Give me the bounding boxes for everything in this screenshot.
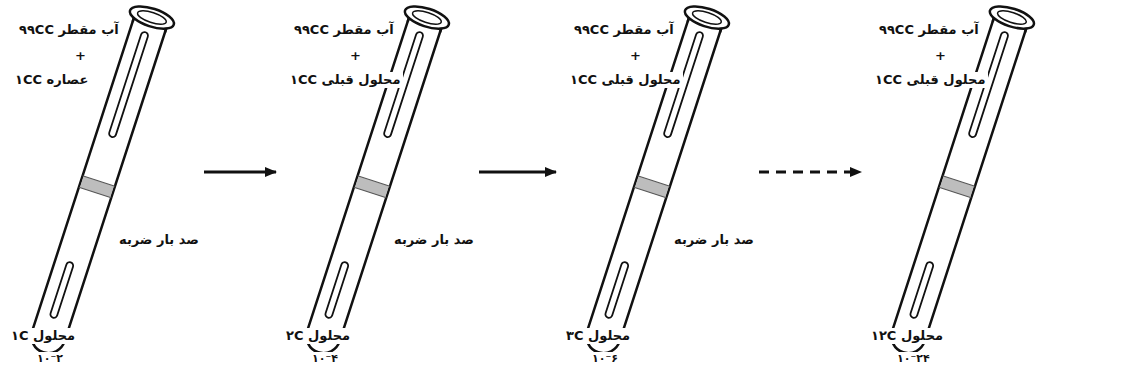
- test-tube-node: ۹۹CC آب مقطر +۱CC محلول قبلی صد بار ضربه ۲C…: [280, 0, 475, 378]
- tube-label: ۹۹CC آب مقطر: [572, 22, 676, 38]
- tube-label: ۱۰⁻۲۴: [895, 352, 932, 365]
- tube-label: +: [73, 48, 88, 64]
- tube-label: ۳C محلول: [564, 328, 632, 344]
- tube-label: ۱۰⁻۶: [590, 352, 620, 365]
- test-tube-node: ۹۹CC آب مقطر +۱CC محلول قبلی ۱۲C محلول ۱۰⁻۲…: [865, 0, 1060, 378]
- tube-label: صد بار ضربه: [117, 232, 201, 248]
- arrow-connector: [204, 171, 276, 174]
- test-tube-node: ۹۹CC آب مقطر +۱CC محلول قبلی صد بار ضربه ۳C…: [560, 0, 755, 378]
- tube-label: ۱۰⁻۴: [310, 352, 340, 365]
- test-tube: [280, 0, 475, 378]
- arrow-connector: [759, 171, 861, 174]
- test-tube: [865, 0, 1060, 378]
- tube-label: ۱۲C محلول: [869, 328, 945, 344]
- tube-label: +: [933, 48, 948, 64]
- test-tube-node: ۹۹CC آب مقطر +۱CC عصاره صد بار ضربه ۱C محلو…: [5, 0, 200, 378]
- tube-label: +: [348, 48, 363, 64]
- tube-label: صد بار ضربه: [392, 232, 476, 248]
- tube-label: ۹۹CC آب مقطر: [292, 22, 396, 38]
- tube-label: ۹۹CC آب مقطر: [877, 22, 981, 38]
- arrow-connector: [479, 171, 556, 174]
- test-tube: [560, 0, 755, 378]
- tube-label: ۹۹CC آب مقطر: [17, 22, 121, 38]
- tube-label: صد بار ضربه: [672, 232, 756, 248]
- test-tube: [5, 0, 200, 378]
- tube-label: ۱CC عصاره: [13, 72, 90, 88]
- tube-label: ۱۰⁻۲: [35, 352, 65, 365]
- tube-label: ۱C محلول: [9, 328, 77, 344]
- tube-label: ۲C محلول: [284, 328, 352, 344]
- tube-label: ۱CC محلول قبلی: [288, 72, 403, 88]
- tube-label: ۱CC محلول قبلی: [873, 72, 988, 88]
- tube-label: ۱CC محلول قبلی: [568, 72, 683, 88]
- tube-label: +: [628, 48, 643, 64]
